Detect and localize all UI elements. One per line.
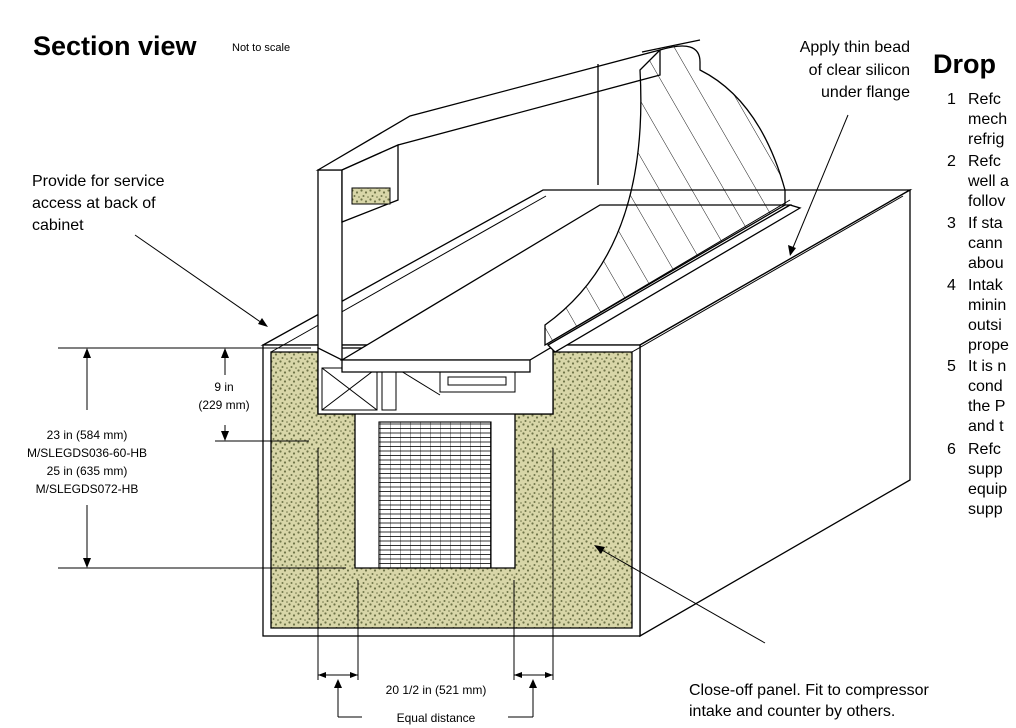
right-heading: Drop (933, 49, 996, 79)
compressor-intake (378, 421, 492, 569)
service-callout: Provide for service access at back of ca… (32, 173, 165, 234)
svg-text:prope: prope (968, 337, 1009, 354)
close-off-callout: Close-off panel. Fit to compressor intak… (689, 682, 929, 720)
dim-nine-in: 9 in (229 mm) (198, 380, 249, 412)
svg-text:Intak: Intak (968, 277, 1004, 294)
light-fixture (351, 187, 391, 205)
svg-text:well a: well a (967, 173, 1009, 190)
svg-text:Close-off panel. Fit to compre: Close-off panel. Fit to compressor (689, 682, 929, 699)
notes-list: 1 Refc mech refrig 2 Refc well a follov … (947, 91, 1009, 518)
svg-text:minin: minin (968, 297, 1006, 314)
glass-flange (546, 204, 802, 353)
svg-text:If sta: If sta (968, 215, 1003, 232)
svg-text:23 in (584 mm): 23 in (584 mm) (47, 428, 128, 442)
svg-text:Refc: Refc (968, 153, 1001, 170)
svg-text:access at back of: access at back of (32, 195, 156, 212)
svg-text:supp: supp (968, 461, 1003, 478)
svg-text:cond: cond (968, 378, 1003, 395)
svg-text:follov: follov (968, 193, 1005, 210)
svg-text:4: 4 (947, 277, 956, 294)
svg-text:of clear silicon: of clear silicon (809, 62, 910, 79)
note-item: 5 It is n cond the P and t (947, 358, 1006, 435)
svg-text:under flange: under flange (821, 84, 910, 101)
svg-text:25 in (635 mm): 25 in (635 mm) (47, 464, 128, 478)
note-item: 2 Refc well a follov (947, 153, 1009, 210)
front-glass (544, 45, 786, 347)
svg-text:refrig: refrig (968, 131, 1004, 148)
svg-text:Refc: Refc (968, 91, 1001, 108)
note-item: 6 Refc supp equip supp (947, 441, 1007, 518)
note-item: 4 Intak minin outsi prope (947, 277, 1009, 354)
svg-text:6: 6 (947, 441, 956, 458)
svg-text:(229 mm): (229 mm) (198, 398, 249, 412)
svg-text:3: 3 (947, 215, 956, 232)
svg-text:It is n: It is n (968, 358, 1006, 375)
leader-lines (134, 114, 849, 644)
svg-text:2: 2 (947, 153, 956, 170)
svg-text:Refc: Refc (968, 441, 1001, 458)
note-item: 3 If sta cann abou (947, 215, 1004, 272)
case-back-wall (317, 169, 343, 362)
page-title: Section view (33, 31, 198, 61)
svg-text:abou: abou (968, 255, 1004, 272)
svg-text:cann: cann (968, 235, 1003, 252)
svg-text:and t: and t (968, 418, 1004, 435)
svg-text:the P: the P (968, 398, 1005, 415)
svg-text:intake and counter by others.: intake and counter by others. (689, 703, 895, 720)
svg-text:mech: mech (968, 111, 1007, 128)
svg-text:M/SLEGDS072-HB: M/SLEGDS072-HB (36, 482, 139, 496)
dim-width-label: 20 1/2 in (521 mm) (386, 683, 487, 697)
dim-height: 23 in (584 mm) M/SLEGDS036-60-HB 25 in (… (27, 428, 147, 496)
svg-text:Apply thin bead: Apply thin bead (800, 39, 910, 56)
svg-text:cabinet: cabinet (32, 217, 84, 234)
svg-text:1: 1 (947, 91, 956, 108)
dim-equal-label: Equal distance (397, 711, 476, 725)
svg-text:9 in: 9 in (214, 380, 233, 394)
case-canopy (315, 49, 661, 171)
svg-text:outsi: outsi (968, 317, 1002, 334)
note-item: 1 Refc mech refrig (947, 91, 1007, 148)
display-case (315, 39, 802, 415)
svg-text:5: 5 (947, 358, 956, 375)
dimension-lines (58, 347, 554, 718)
svg-text:equip: equip (968, 481, 1007, 498)
svg-text:supp: supp (968, 501, 1003, 518)
svg-text:Provide for service: Provide for service (32, 173, 165, 190)
intake-grille (378, 421, 492, 569)
scale-note: Not to scale (232, 42, 290, 54)
silicon-callout: Apply thin bead of clear silicon under f… (800, 39, 910, 101)
svg-text:M/SLEGDS036-60-HB: M/SLEGDS036-60-HB (27, 446, 147, 460)
